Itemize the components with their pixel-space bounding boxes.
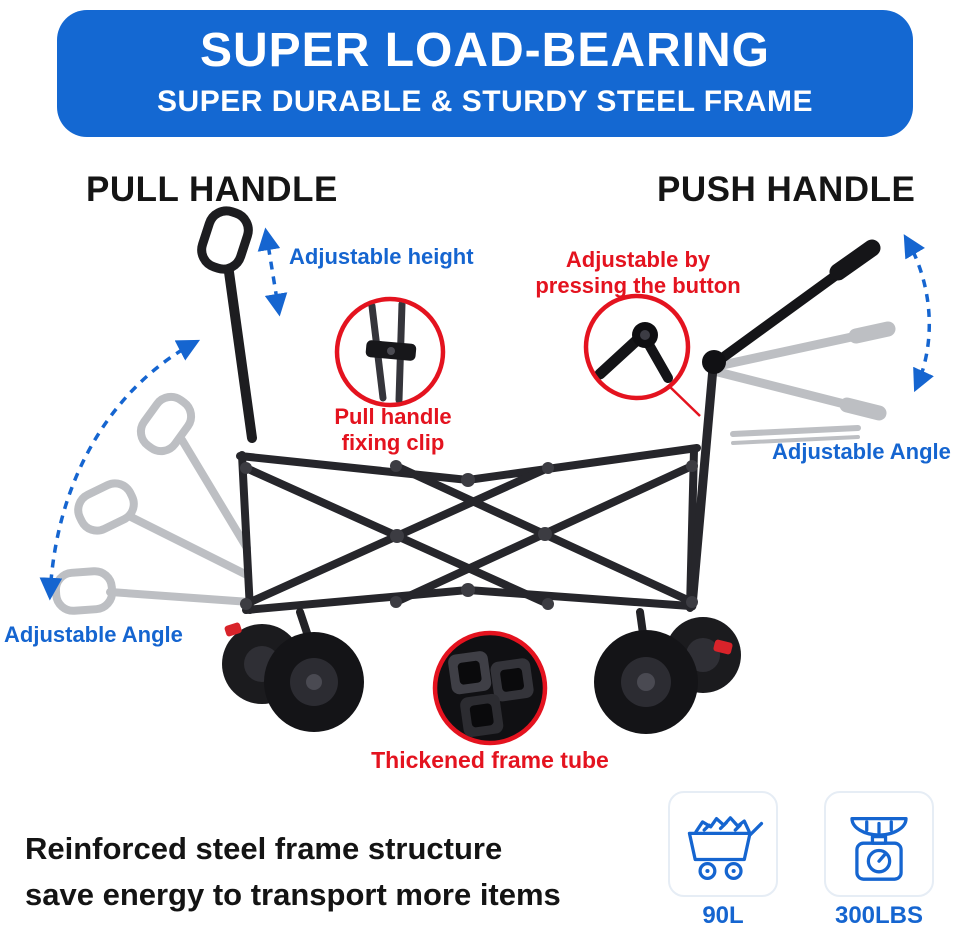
push-angle-arc-arrow	[903, 234, 934, 393]
frame-hinges	[240, 460, 698, 610]
pull-handle-fixing-clip-label: Pull handle fixing clip	[334, 404, 452, 456]
weight-capacity-value: 300LBS	[834, 902, 924, 929]
adjustable-angle-right-label: Adjustable Angle	[772, 439, 951, 464]
banner-subtitle: SUPER DURABLE & STURDY STEEL FRAME	[157, 85, 813, 118]
banner: SUPER LOAD-BEARING SUPER DURABLE & STURD…	[57, 10, 913, 137]
weight-scale-icon	[850, 817, 908, 881]
pull-handle	[197, 206, 257, 443]
adjustable-by-button-label: Adjustable by pressing the button	[535, 247, 741, 299]
push-handle-heading: PUSH HANDLE	[657, 170, 916, 209]
brake-lever-left	[224, 622, 242, 637]
frame-tube-callout	[432, 630, 548, 746]
pull-angle-arc-arrow	[39, 339, 201, 601]
push-button-callout	[583, 293, 701, 417]
adjustable-angle-left-label: Adjustable Angle	[4, 622, 183, 647]
thickened-frame-tube-label: Thickened frame tube	[371, 747, 609, 773]
pull-handle-heading: PULL HANDLE	[86, 170, 338, 209]
volume-capacity-value: 90L	[702, 902, 744, 929]
adjust-arrows	[39, 227, 934, 601]
brake-lever-right	[713, 639, 733, 655]
footer-tagline: Reinforced steel frame structure save en…	[25, 831, 561, 912]
wheels	[222, 608, 741, 734]
height-adjust-arrow	[257, 227, 288, 317]
steel-frame	[236, 363, 718, 614]
loaded-cart-icon	[687, 816, 764, 880]
push-handle	[702, 239, 881, 374]
weight-capacity-badge	[824, 791, 934, 897]
push-handle-ghost-positions	[713, 321, 896, 445]
adjustable-height-label: Adjustable height	[289, 244, 474, 269]
pull-handle-ghost-positions	[51, 392, 254, 615]
volume-capacity-badge	[668, 791, 778, 897]
pull-clip-callout	[334, 296, 446, 408]
banner-title: SUPER LOAD-BEARING	[199, 24, 771, 77]
